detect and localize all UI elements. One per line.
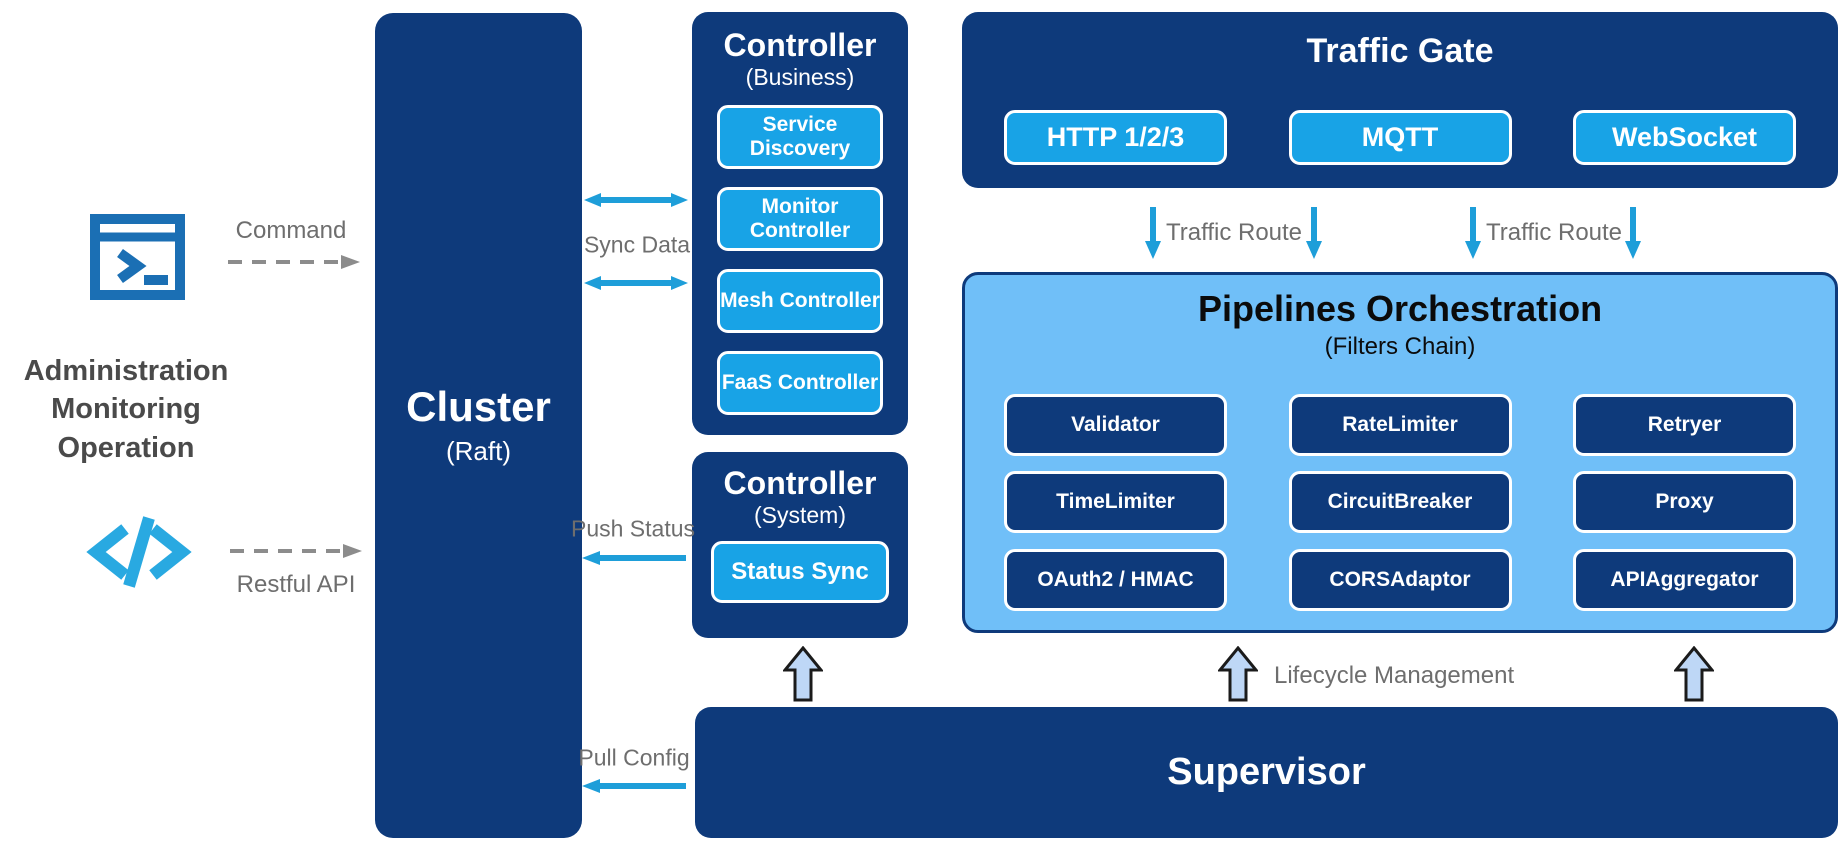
sync-data-label: Sync Data (583, 231, 691, 258)
corsadaptor-filter: CORSAdaptor (1288, 549, 1512, 611)
terminal-icon (90, 214, 185, 300)
restful-api-label: Restful API (236, 571, 356, 598)
traffic-gate-box: Traffic Gate HTTP 1/2/3 MQTT WebSocket (962, 12, 1838, 188)
pipelines-subtitle: (Filters Chain) (1324, 332, 1476, 360)
lifecycle-arrow (783, 646, 823, 702)
faas-controller-button: FaaS Controller (717, 351, 883, 416)
supervisor-title: Supervisor (1167, 751, 1366, 793)
controller-system-subtitle: (System) (754, 501, 846, 528)
circuitbreaker-filter: CircuitBreaker (1288, 471, 1512, 533)
traffic-route-arrow (1144, 207, 1162, 259)
traffic-gate-protocols: HTTP 1/2/3 MQTT WebSocket (1004, 110, 1796, 165)
pull-config-arrow (582, 778, 686, 794)
cluster-subtitle: (Raft) (446, 436, 511, 467)
filters-row-1: Validator RateLimiter Retryer (1004, 394, 1796, 456)
pipelines-title: Pipelines Orchestration (1197, 288, 1603, 329)
service-discovery-button: Service Discovery (717, 105, 883, 170)
oauth2-hmac-filter: OAuth2 / HMAC (1004, 549, 1227, 611)
push-status-arrow (582, 550, 686, 566)
filters-row-3: OAuth2 / HMAC CORSAdaptor APIAggregator (1004, 549, 1796, 611)
admin-line: Administration (23, 355, 229, 387)
cluster-box: Cluster (Raft) (375, 13, 582, 838)
filters-row-2: TimeLimiter CircuitBreaker Proxy (1004, 471, 1796, 533)
traffic-gate-title: Traffic Gate (1306, 32, 1494, 70)
monitor-controller-button: Monitor Controller (717, 187, 883, 252)
pipelines-orchestration-box: Pipelines Orchestration (Filters Chain) … (962, 272, 1838, 633)
ratelimiter-filter: RateLimiter (1288, 394, 1512, 456)
traffic-route-arrow (1305, 207, 1323, 259)
sync-data-arrow-bottom (584, 275, 688, 291)
controller-system-title: Controller (723, 465, 877, 501)
apiaggregator-filter: APIAggregator (1573, 549, 1796, 611)
code-icon (83, 516, 195, 588)
traffic-route-label-1: Traffic Route (1165, 219, 1303, 246)
sync-data-arrow-top (584, 192, 688, 208)
lifecycle-management-label: Lifecycle Management (1274, 662, 1515, 689)
timelimiter-filter: TimeLimiter (1004, 471, 1227, 533)
restful-dashed-arrow (230, 542, 362, 560)
command-dashed-arrow (228, 253, 360, 271)
controller-business-subtitle: (Business) (745, 63, 855, 90)
admin-monitoring-operation-label: Administration Monitoring Operation (0, 352, 252, 467)
proxy-filter: Proxy (1573, 471, 1796, 533)
status-sync-button: Status Sync (711, 541, 889, 604)
controller-business-title: Controller (723, 27, 877, 63)
traffic-route-label-2: Traffic Route (1485, 219, 1623, 246)
http-button: HTTP 1/2/3 (1004, 110, 1227, 165)
controller-system-box: Controller (System) Status Sync (692, 452, 908, 638)
websocket-button: WebSocket (1573, 110, 1796, 165)
pull-config-label: Pull Config (578, 744, 690, 771)
admin-line: Monitoring (51, 393, 201, 426)
controller-business-box: Controller (Business) Service Discovery … (692, 12, 908, 435)
push-status-label: Push Status (570, 515, 696, 542)
retryer-filter: Retryer (1573, 394, 1796, 456)
lifecycle-arrow (1218, 646, 1258, 702)
traffic-route-arrow (1624, 207, 1642, 259)
traffic-route-arrow (1464, 207, 1482, 259)
mqtt-button: MQTT (1288, 110, 1512, 165)
command-label: Command (235, 217, 347, 244)
validator-filter: Validator (1004, 394, 1227, 456)
supervisor-box: Supervisor (695, 707, 1838, 838)
lifecycle-arrow (1674, 646, 1714, 702)
admin-line: Operation (57, 431, 195, 464)
cluster-title: Cluster (406, 382, 551, 430)
mesh-controller-button: Mesh Controller (717, 269, 883, 334)
